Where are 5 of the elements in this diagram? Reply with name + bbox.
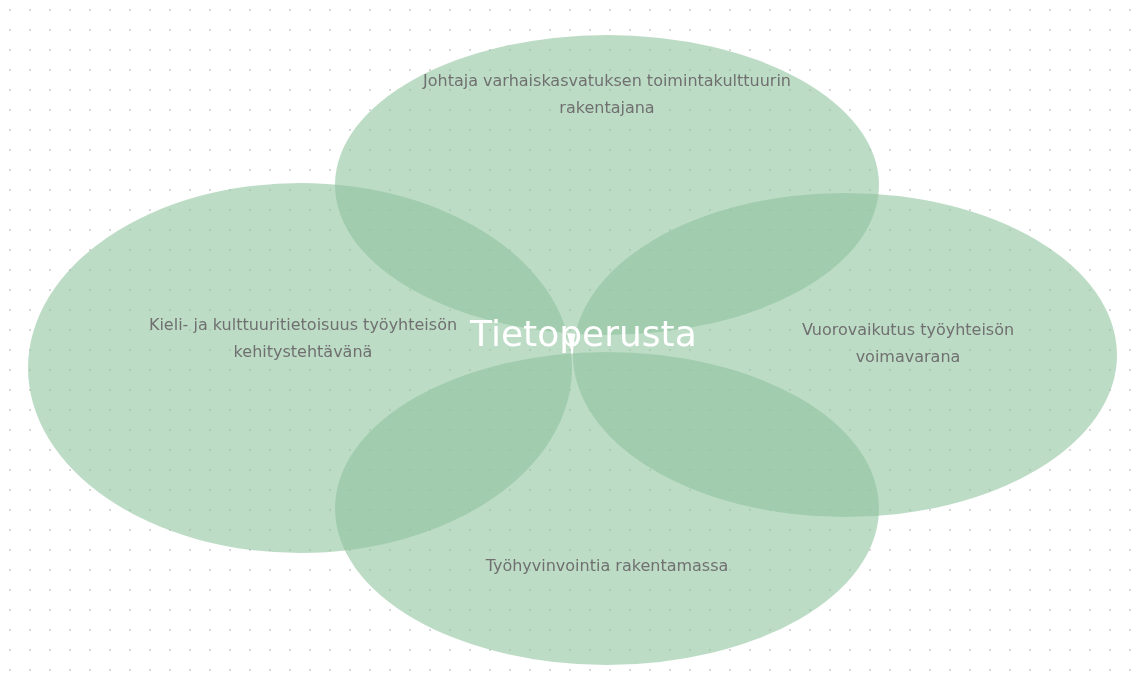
circle-label: Vuorovaikutus työyhteisön voimavarana: [800, 319, 1016, 368]
circle-label: Työhyvinvointia rakentamassa: [484, 555, 730, 577]
circle-label: Kieli- ja kulttuuritietoisuus työyhteisön kehitystehtävänä: [148, 314, 458, 363]
center-title: Tietoperusta: [470, 313, 697, 354]
circle-label: Johtaja varhaiskasvatuksen toimintakulttuurin rakentajana: [421, 70, 792, 119]
